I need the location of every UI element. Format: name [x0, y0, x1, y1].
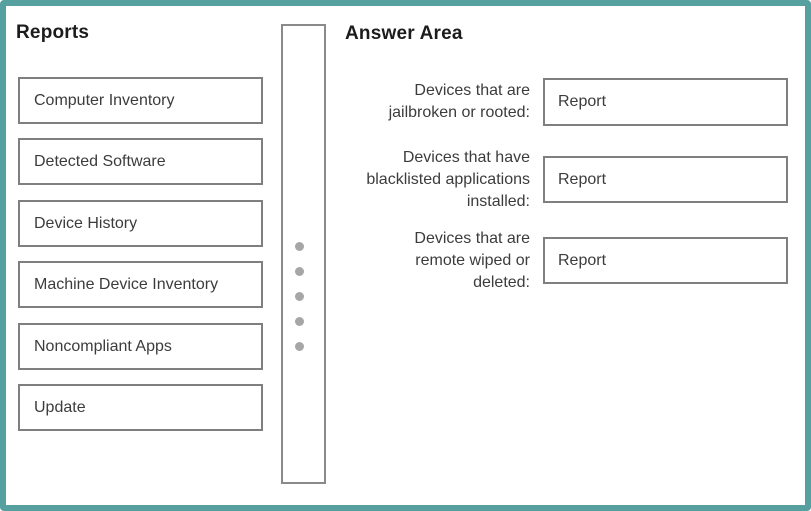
report-option-label: Detected Software: [34, 152, 166, 170]
answer-row-remote-wiped: Devices that are remote wiped or deleted…: [330, 230, 788, 291]
drop-target-blacklisted[interactable]: Report: [543, 156, 788, 203]
answer-row-label: Devices that are jailbroken or rooted:: [330, 80, 530, 124]
report-option-label: Noncompliant Apps: [34, 337, 172, 355]
answer-row-label: Devices that have blacklisted applicatio…: [330, 147, 530, 213]
answer-row-label: Devices that are remote wiped or deleted…: [330, 228, 530, 294]
reports-panel-title: Reports: [16, 22, 90, 43]
grip-dot-icon: [295, 317, 304, 326]
answer-label-line: deleted:: [473, 273, 530, 291]
answer-area-title: Answer Area: [345, 23, 463, 44]
drop-target-jailbroken[interactable]: Report: [543, 78, 788, 126]
answer-label-line: Devices that have: [402, 148, 530, 166]
grip-dot-icon: [295, 292, 304, 301]
drop-target-value: Report: [558, 93, 607, 110]
report-option-detected-software[interactable]: Detected Software: [18, 138, 263, 185]
report-option-computer-inventory[interactable]: Computer Inventory: [18, 77, 263, 124]
report-option-label: Device History: [34, 214, 138, 232]
answer-label-line: jailbroken or rooted:: [388, 104, 530, 121]
drag-handle-dots-icon: [295, 242, 304, 351]
report-option-noncompliant-apps[interactable]: Noncompliant Apps: [18, 323, 263, 370]
answer-label-line: blacklisted applications: [366, 170, 530, 188]
panel-divider: [281, 24, 326, 484]
answer-label-line: Devices that are: [414, 82, 530, 99]
report-option-label: Update: [34, 398, 86, 416]
answer-row-jailbroken: Devices that are jailbroken or rooted: R…: [330, 78, 788, 126]
grip-dot-icon: [295, 267, 304, 276]
report-option-update[interactable]: Update: [18, 384, 263, 431]
drop-target-value: Report: [558, 251, 607, 269]
answer-label-line: Devices that are: [414, 229, 530, 247]
answer-row-blacklisted: Devices that have blacklisted applicatio…: [330, 149, 788, 210]
grip-dot-icon: [295, 342, 304, 351]
grip-dot-icon: [295, 242, 304, 251]
report-option-label: Computer Inventory: [34, 91, 175, 109]
report-option-machine-device-inventory[interactable]: Machine Device Inventory: [18, 261, 263, 308]
answer-label-line: installed:: [466, 192, 530, 210]
drop-target-value: Report: [558, 170, 607, 188]
report-option-label: Machine Device Inventory: [34, 275, 219, 293]
answer-label-line: remote wiped or: [415, 251, 530, 269]
report-option-device-history[interactable]: Device History: [18, 200, 263, 247]
drop-target-remote-wiped[interactable]: Report: [543, 237, 788, 284]
